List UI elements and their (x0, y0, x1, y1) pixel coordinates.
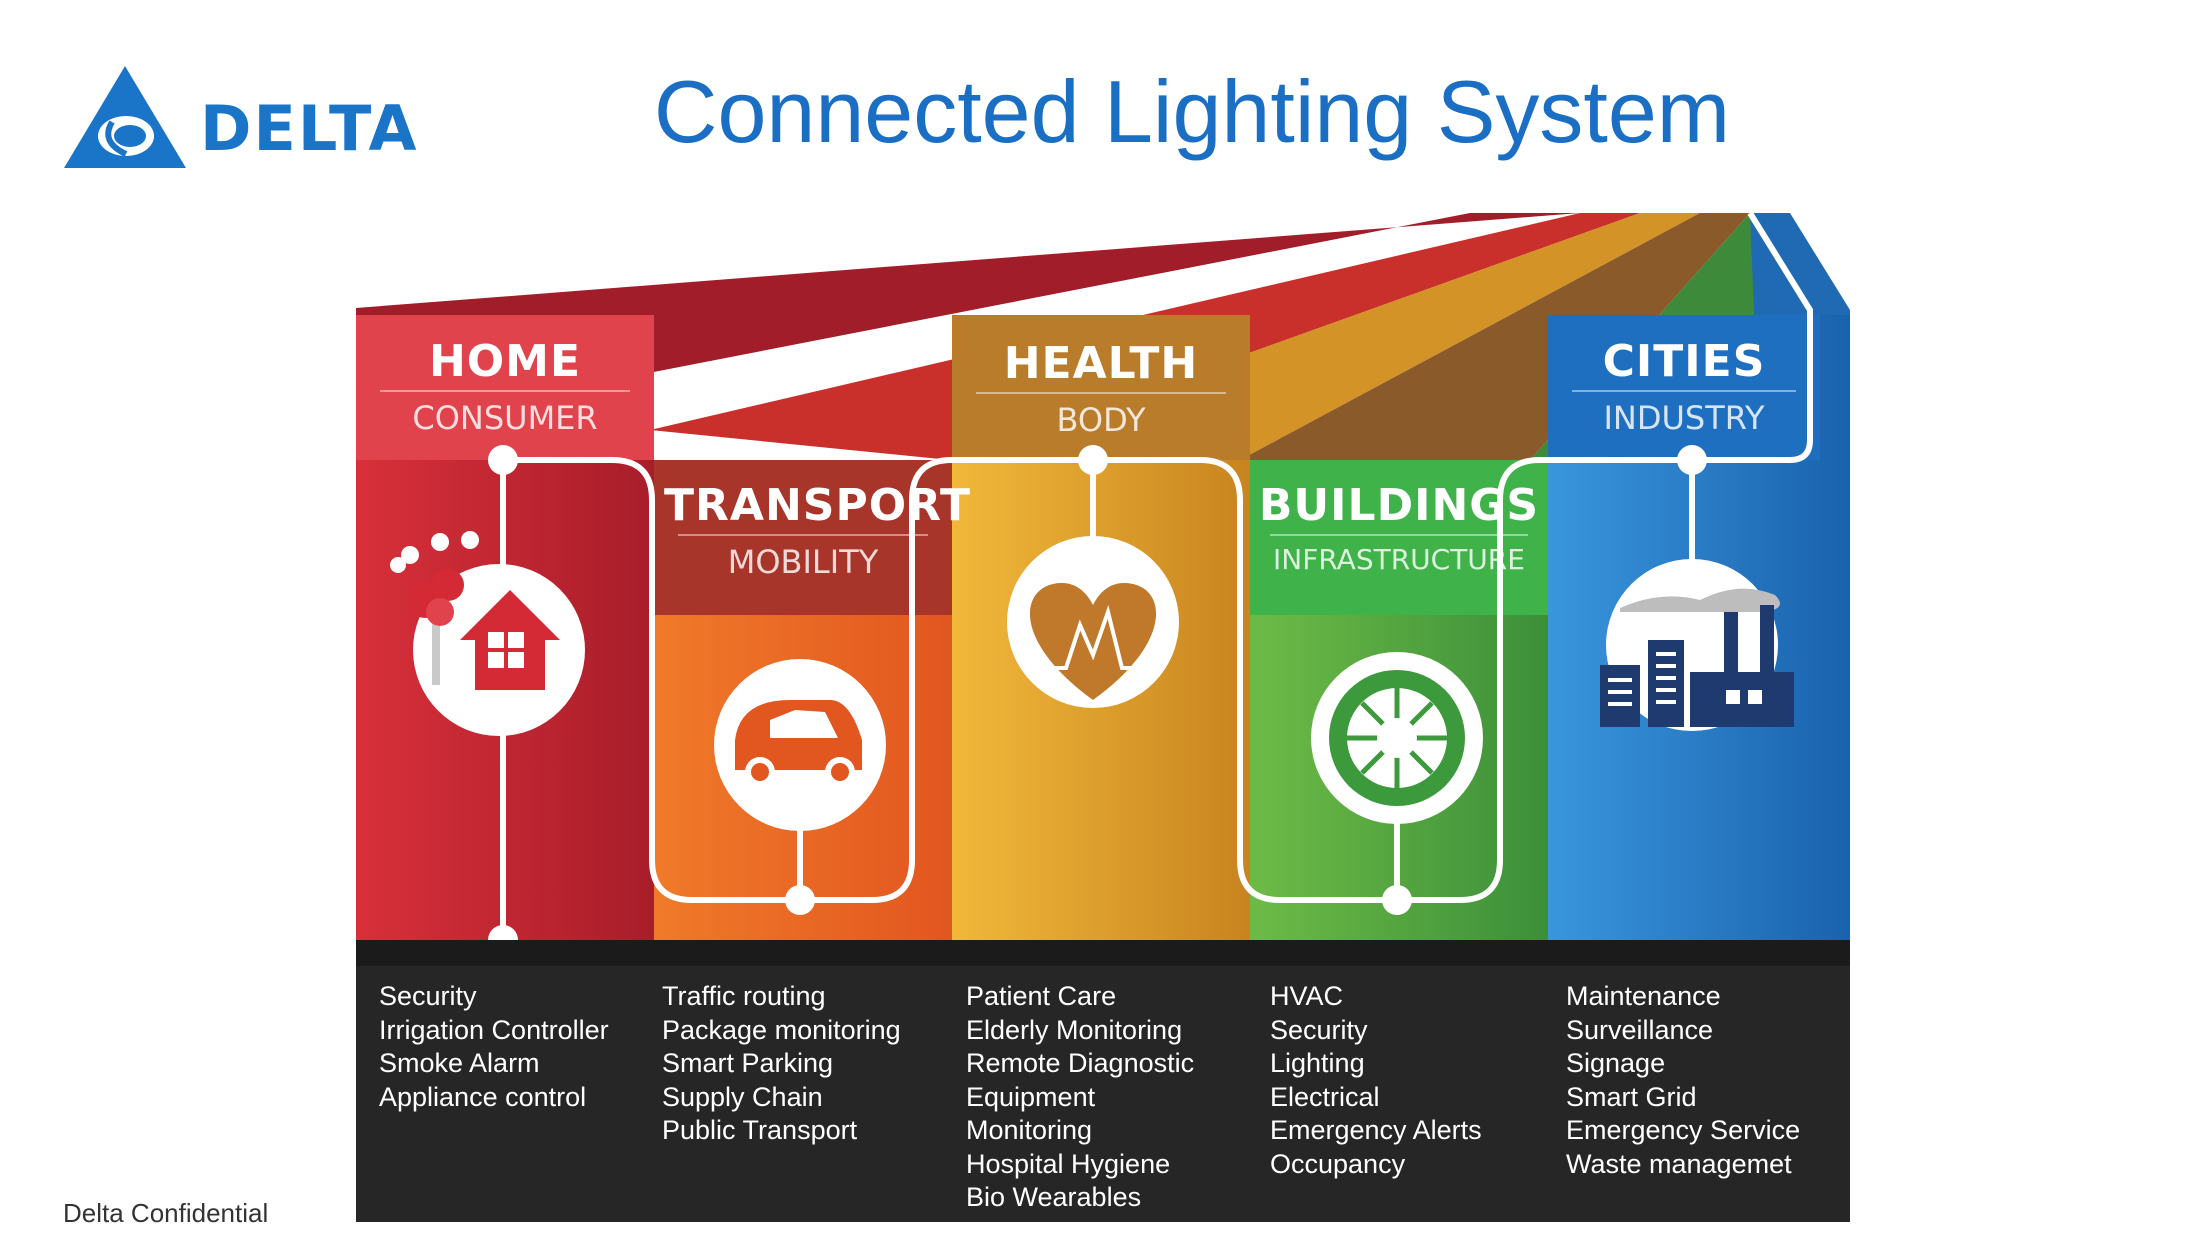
list-item: Package monitoring (662, 1014, 901, 1045)
health-node (1078, 445, 1108, 475)
connection-path (503, 211, 1813, 903)
transport-feature-list: Traffic routing Package monitoring Smart… (662, 980, 901, 1148)
list-item: Waste managemet (1566, 1148, 1792, 1179)
buildings-title: BUILDINGS (1258, 480, 1540, 531)
home-header-panel (356, 315, 654, 460)
delta-logo (64, 66, 186, 168)
transport-subtitle: MOBILITY (727, 543, 879, 581)
cities-header-divider (1572, 390, 1796, 392)
list-item: Lighting (1270, 1048, 1365, 1078)
list-item: Emergency Service (1566, 1115, 1801, 1145)
cities-subtitle: INDUSTRY (1603, 399, 1765, 437)
list-item: Surveillance (1566, 1014, 1714, 1045)
health-header-panel (952, 315, 1250, 460)
cities-node (1677, 445, 1707, 475)
buildings-header-divider (1270, 534, 1528, 536)
list-item: Emergency Alerts (1270, 1115, 1482, 1145)
list-item: Security (1270, 1014, 1368, 1045)
roof-brown (1240, 213, 1750, 460)
cities-title: CITIES (1602, 336, 1766, 387)
factory-city-icon (1600, 559, 1794, 731)
list-item: Hospital Hygiene (966, 1148, 1171, 1179)
house-icon (390, 531, 585, 736)
health-subtitle: BODY (1056, 401, 1146, 439)
home-header-divider (380, 390, 630, 392)
list-item: Supply Chain (662, 1081, 823, 1112)
list-item: Public Transport (662, 1115, 858, 1145)
list-item: Irrigation Controller (379, 1014, 609, 1045)
transport-header-panel (654, 460, 952, 615)
list-item: Traffic routing (662, 981, 826, 1011)
cities-feature-list: Maintenance Surveillance Signage Smart G… (1566, 980, 1800, 1181)
home-node-top (488, 445, 518, 475)
confidential-footer: Delta Confidential (63, 1198, 269, 1228)
page-title: Connected Lighting System (653, 62, 1731, 161)
home-subtitle: CONSUMER (412, 399, 598, 437)
list-item: Maintenance (1566, 981, 1721, 1011)
transport-node (785, 885, 815, 915)
home-title: HOME (428, 336, 582, 387)
buildings-subtitle: INFRASTRUCTURE (1273, 543, 1525, 576)
logo-text: DELTA (200, 92, 419, 165)
list-item: Elderly Monitoring (966, 1014, 1183, 1045)
health-feature-list: Patient Care Elderly Monitoring Remote D… (966, 980, 1194, 1215)
list-item: Signage (1566, 1048, 1666, 1078)
list-item: Bio Wearables (966, 1182, 1142, 1212)
health-title: HEALTH (1003, 338, 1199, 389)
home-feature-list: Security Irrigation Controller Smoke Ala… (379, 980, 609, 1114)
list-item: Monitoring (966, 1115, 1093, 1145)
list-item: Smart Parking (662, 1048, 834, 1078)
list-item: Electrical (1270, 1081, 1380, 1112)
network-globe-icon (1311, 652, 1483, 824)
bottom-panel (356, 940, 1850, 1222)
transport-header-divider (678, 534, 928, 536)
transport-title: TRANSPORT (664, 480, 972, 531)
list-item: Occupancy (1270, 1148, 1406, 1179)
health-header: HEALTH BODY (962, 342, 1240, 436)
health-header-divider (976, 392, 1226, 394)
heart-pulse-icon (1007, 536, 1179, 708)
list-item: Security (379, 981, 477, 1011)
car-icon (714, 659, 886, 831)
bottom-panel-top-strip (356, 940, 1850, 966)
list-item: HVAC (1270, 981, 1344, 1011)
buildings-node (1382, 885, 1412, 915)
list-item: Smart Grid (1566, 1081, 1697, 1112)
cities-header-panel (1548, 315, 1820, 460)
buildings-feature-list: HVAC Security Lighting Electrical Emerge… (1270, 980, 1482, 1181)
buildings-header: BUILDINGS INFRASTRUCTURE (1256, 484, 1542, 574)
list-item: Patient Care (966, 981, 1117, 1011)
list-item: Remote Diagnostic (966, 1048, 1195, 1078)
list-item: Equipment (966, 1081, 1096, 1112)
cities-header: CITIES INDUSTRY (1558, 340, 1810, 434)
list-item: Appliance control (379, 1081, 587, 1112)
home-header: HOME CONSUMER (366, 340, 644, 434)
list-item: Smoke Alarm (379, 1048, 540, 1078)
transport-header: TRANSPORT MOBILITY (664, 480, 972, 581)
